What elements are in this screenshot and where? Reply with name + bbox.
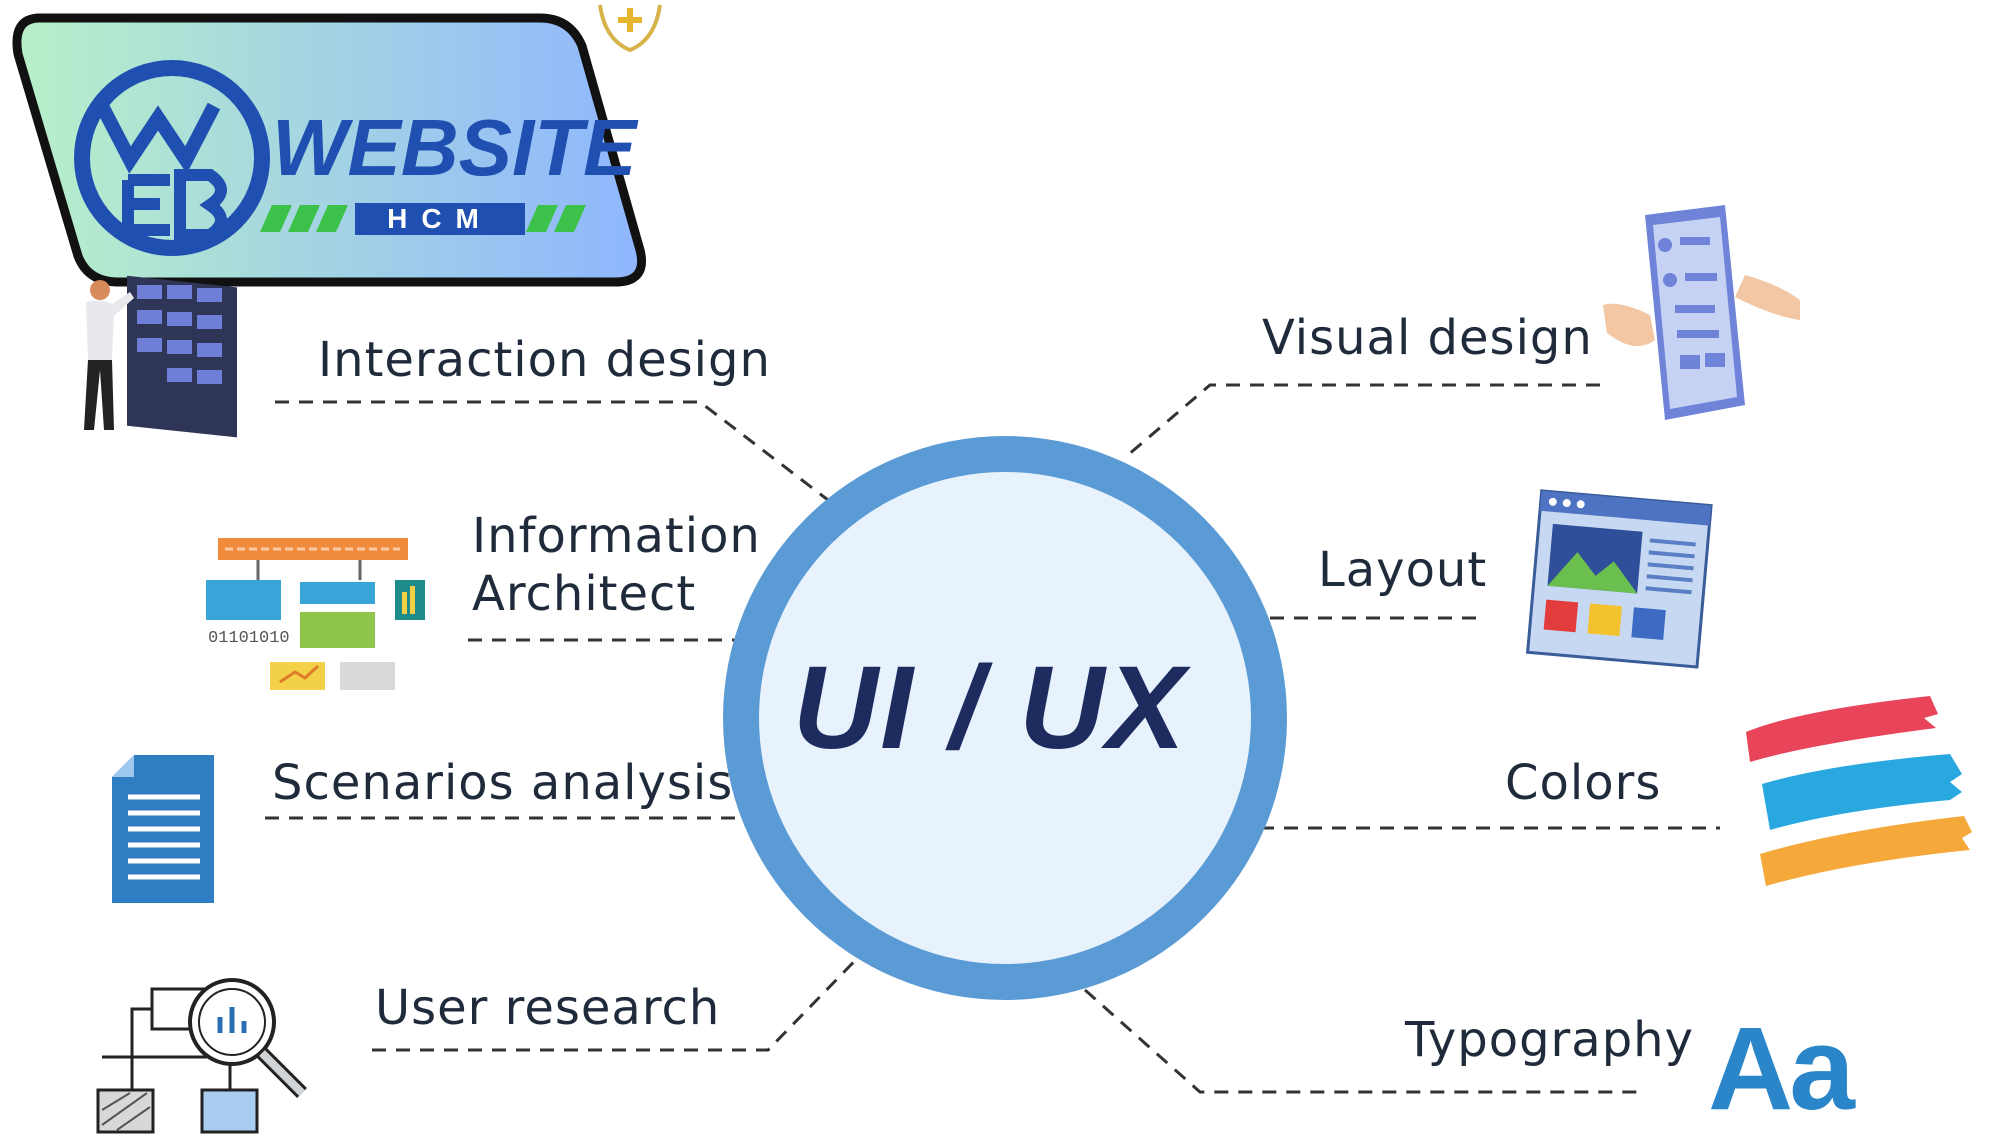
connector-typography <box>1084 988 1640 1094</box>
center-title: UI / UX <box>792 642 1188 774</box>
connector-user-research <box>372 933 882 1052</box>
binary-text: 01101010 <box>208 629 290 648</box>
logo-green-stripes <box>260 205 586 232</box>
magnifier-chart-icon <box>96 978 307 1134</box>
paint-strokes-icon <box>1746 696 1972 886</box>
label-colors: Colors <box>1505 755 1662 811</box>
browser-layout-icon <box>1525 489 1713 669</box>
person-touchscreen-icon <box>84 275 237 438</box>
label-scenarios-analysis: Scenarios analysis <box>272 755 734 811</box>
smartphone-hands-icon <box>1603 205 1800 420</box>
label-user-research: User research <box>375 980 721 1036</box>
label-layout: Layout <box>1318 542 1488 598</box>
label-interaction-design: Interaction design <box>318 332 771 388</box>
label-visual-design: Visual design <box>1262 310 1593 366</box>
logo-wordmark: WEBSITE <box>272 103 639 192</box>
label-information-line2: Architect <box>472 566 697 622</box>
connector-visual-design <box>1127 383 1600 457</box>
typography-aa-icon: Aa <box>1708 1003 1855 1135</box>
label-typography: Typography <box>1405 1012 1694 1068</box>
sitemap-flowchart-icon: 01101010 <box>206 538 425 690</box>
connector-interaction-design <box>275 400 829 502</box>
website-hcm-logo: WEBSITE HCM <box>12 13 646 287</box>
logo-monogram-icon <box>74 60 270 256</box>
document-icon <box>112 755 214 903</box>
logo-sub: HCM <box>387 203 493 234</box>
award-laurel-icon <box>598 4 662 53</box>
label-information-line1: Information <box>472 508 761 564</box>
